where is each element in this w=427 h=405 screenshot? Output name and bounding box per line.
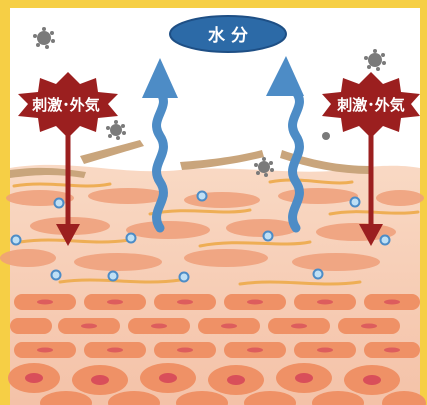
- irritant-label-right: 刺激･外気: [337, 96, 405, 114]
- water-drop-icon: [180, 273, 189, 282]
- water-drop-icon: [109, 272, 118, 281]
- water-label: 水 分: [170, 16, 286, 52]
- water-drop-icon: [52, 271, 61, 280]
- water-drop-icon: [198, 192, 207, 201]
- water-drop-icon: [264, 232, 273, 241]
- water-drop-icon: [12, 236, 21, 245]
- irritant-label-left: 刺激･外気: [32, 96, 100, 114]
- water-drop-icon: [55, 199, 64, 208]
- water-drop-icon: [351, 198, 360, 207]
- water-drop-icon: [314, 270, 323, 279]
- water-label-text: 水 分: [208, 25, 248, 46]
- dust-particle-icon: [322, 132, 330, 140]
- water-drop-icon: [381, 236, 390, 245]
- water-drop-icon: [127, 234, 136, 243]
